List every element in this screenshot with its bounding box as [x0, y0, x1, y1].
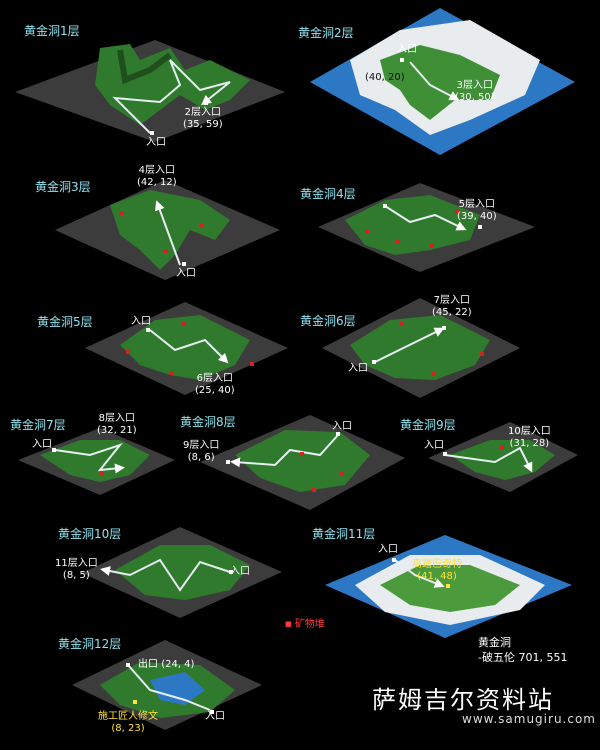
floor-3-map	[55, 180, 280, 280]
floor-12-title: 黄金洞12层	[58, 637, 122, 651]
floor-5-exit-label: 6层入口(25, 40)	[195, 373, 235, 396]
floor-10-exit-label: 11层入口(8, 5)	[55, 558, 98, 581]
floor-2-map	[310, 8, 575, 155]
floor-6-entrance-label: 入口	[348, 363, 368, 374]
floor-6-map	[322, 298, 520, 398]
floor-8-title: 黄金洞8层	[180, 415, 236, 429]
location-info: 黄金洞 -破五伦 701, 551	[478, 635, 567, 665]
floor-12-npc-label: 施工匠人修文(8, 23)	[98, 711, 158, 734]
floor-12-exit-label: 出口 (24, 4)	[138, 659, 195, 670]
floor-11-map	[325, 535, 572, 638]
floor-4-exit-label: 5层入口(39, 40)	[457, 199, 497, 222]
floor-8-exit-label: 9层入口(8, 6)	[183, 440, 220, 463]
legend: ■ 矿物堆	[285, 615, 325, 630]
floor-7-map	[18, 428, 175, 495]
ore-pile-marker-icon: ■	[285, 620, 292, 628]
floor-2-title: 黄金洞2层	[298, 26, 354, 40]
floor-8-map	[200, 415, 405, 510]
floor-5-map	[85, 302, 288, 395]
floor-6-exit-label: 7层入口(45, 22)	[432, 295, 472, 318]
floor-5-title: 黄金洞5层	[37, 315, 93, 329]
floor-10-title: 黄金洞10层	[58, 527, 122, 541]
floor-9-title: 黄金洞9层	[400, 418, 456, 432]
floor-9-map	[428, 422, 578, 492]
floor-1-entrance-label: 入口	[146, 137, 166, 148]
floor-8-entrance-label: 入口	[332, 421, 352, 432]
floor-4-map	[318, 183, 535, 272]
brand-url: www.samugiru.com	[462, 712, 596, 726]
floor-9-entrance-label: 入口	[424, 440, 444, 451]
floor-1-map	[15, 40, 285, 142]
floor-1-title: 黄金洞1层	[24, 24, 80, 38]
floor-10-map	[82, 527, 282, 618]
brand-watermark: 萨姆吉尔资料站	[372, 686, 554, 714]
floor-12-map	[72, 640, 262, 730]
floor-11-npc-label: 高踏巴奇特(41, 48)	[412, 559, 462, 582]
location-coords: -破五伦 701, 551	[478, 651, 568, 664]
floor-5-entrance-label: 入口	[131, 316, 151, 327]
floor-9-exit-label: 10层入口(31, 28)	[508, 426, 551, 449]
floor-2-entrance-coord: (40, 20)	[365, 72, 405, 83]
floor-7-title: 黄金洞7层	[10, 418, 66, 432]
floor-3-title: 黄金洞3层	[35, 180, 91, 194]
floor-11-title: 黄金洞11层	[312, 527, 376, 541]
floor-4-title: 黄金洞4层	[300, 187, 356, 201]
floor-11-entrance-label: 入口	[378, 544, 398, 555]
location-name: 黄金洞	[478, 636, 511, 649]
floor-7-exit-label: 8层入口(32, 21)	[97, 413, 137, 436]
floor-10-entrance-label: 入口	[230, 566, 250, 577]
floor-7-entrance-label: 入口	[32, 439, 52, 450]
floor-12-entrance-label: 入口	[205, 711, 225, 722]
floor-3-exit-label: 4层入口(42, 12)	[137, 165, 177, 188]
legend-text: 矿物堆	[294, 619, 325, 630]
floor-3-entrance-label: 入口	[176, 268, 196, 279]
floor-1-exit-label: 2层入口(35, 59)	[183, 107, 223, 130]
floor-2-exit-label: 3层入口(30, 50)	[455, 80, 495, 103]
floor-6-title: 黄金洞6层	[300, 314, 356, 328]
floor-2-entrance-label: 入口	[397, 44, 417, 55]
